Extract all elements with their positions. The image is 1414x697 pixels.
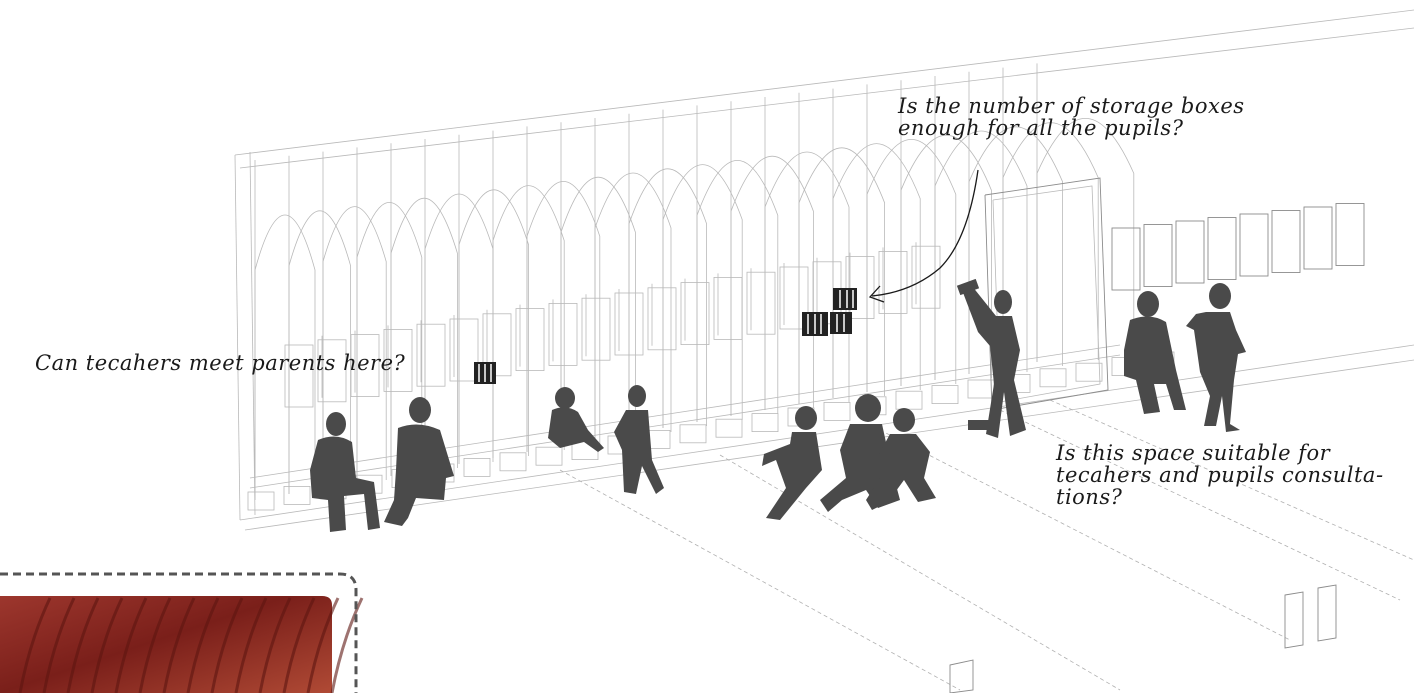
right-storage-block [1112, 204, 1364, 291]
child-seated-silhouette [548, 387, 604, 452]
consultation-question-note: Is this space suitable for tecahers and … [1056, 442, 1414, 508]
adult-seated-silhouette [384, 397, 454, 526]
storage-question-note: Is the number of storage boxes enough fo… [898, 95, 1318, 139]
arrow-pointer [870, 170, 978, 302]
parents-question-note: Can tecahers meet parents here? [35, 352, 475, 374]
adult-seated-silhouette [1124, 291, 1186, 414]
adult-seated-silhouette [310, 412, 380, 532]
adult-standing-silhouette [1186, 283, 1246, 432]
book-stack-icon [802, 288, 857, 336]
child-standing-silhouette [614, 385, 664, 494]
inset-thumbnail [0, 574, 362, 693]
running-child-silhouette [762, 406, 822, 520]
floor-panels [950, 585, 1336, 693]
book-stack-icon [474, 362, 496, 384]
